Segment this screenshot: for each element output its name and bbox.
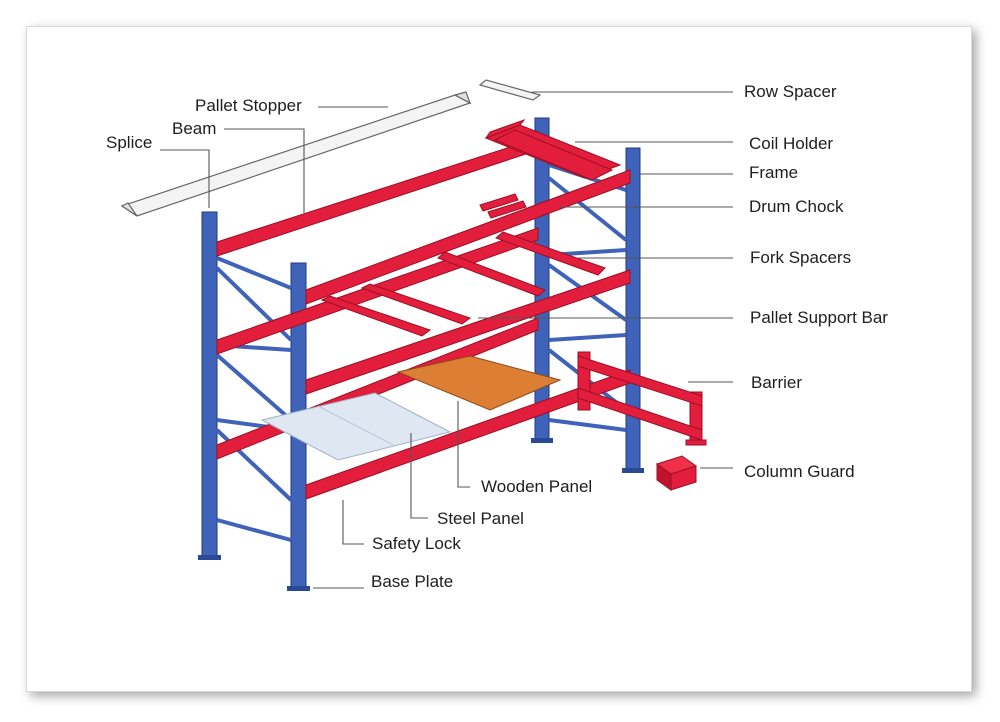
leader-lines [160,91,733,589]
label-fork-spacers: Fork Spacers [750,248,852,267]
steel-panel-part [260,392,452,461]
pallet-support-bars-part [320,283,472,337]
label-base-plate: Base Plate [371,572,454,591]
label-row-spacer: Row Spacer [744,82,837,101]
barrier-part [577,351,707,446]
label-wooden-panel: Wooden Panel [481,477,593,496]
label-column-guard: Column Guard [744,462,855,481]
label-pallet-support-bar: Pallet Support Bar [750,308,888,327]
row-spacer-part [478,79,542,101]
label-barrier: Barrier [751,373,803,392]
label-pallet-stopper: Pallet Stopper [195,96,302,115]
label-splice: Splice [106,133,153,152]
column-guard-part [655,455,698,491]
front-frame-bracing [215,256,293,542]
label-drum-chock: Drum Chock [749,197,844,216]
label-frame: Frame [749,163,799,182]
label-beam: Beam [172,119,217,138]
label-coil-holder: Coil Holder [749,134,834,153]
base-plates [198,438,644,591]
fork-spacers-part [437,231,606,297]
label-safety-lock: Safety Lock [372,534,461,553]
label-steel-panel: Steel Panel [437,509,524,528]
drum-chock-part [479,193,527,219]
wooden-panel-part [396,355,562,411]
coil-holder-part [493,129,614,181]
beams-right [305,169,631,500]
